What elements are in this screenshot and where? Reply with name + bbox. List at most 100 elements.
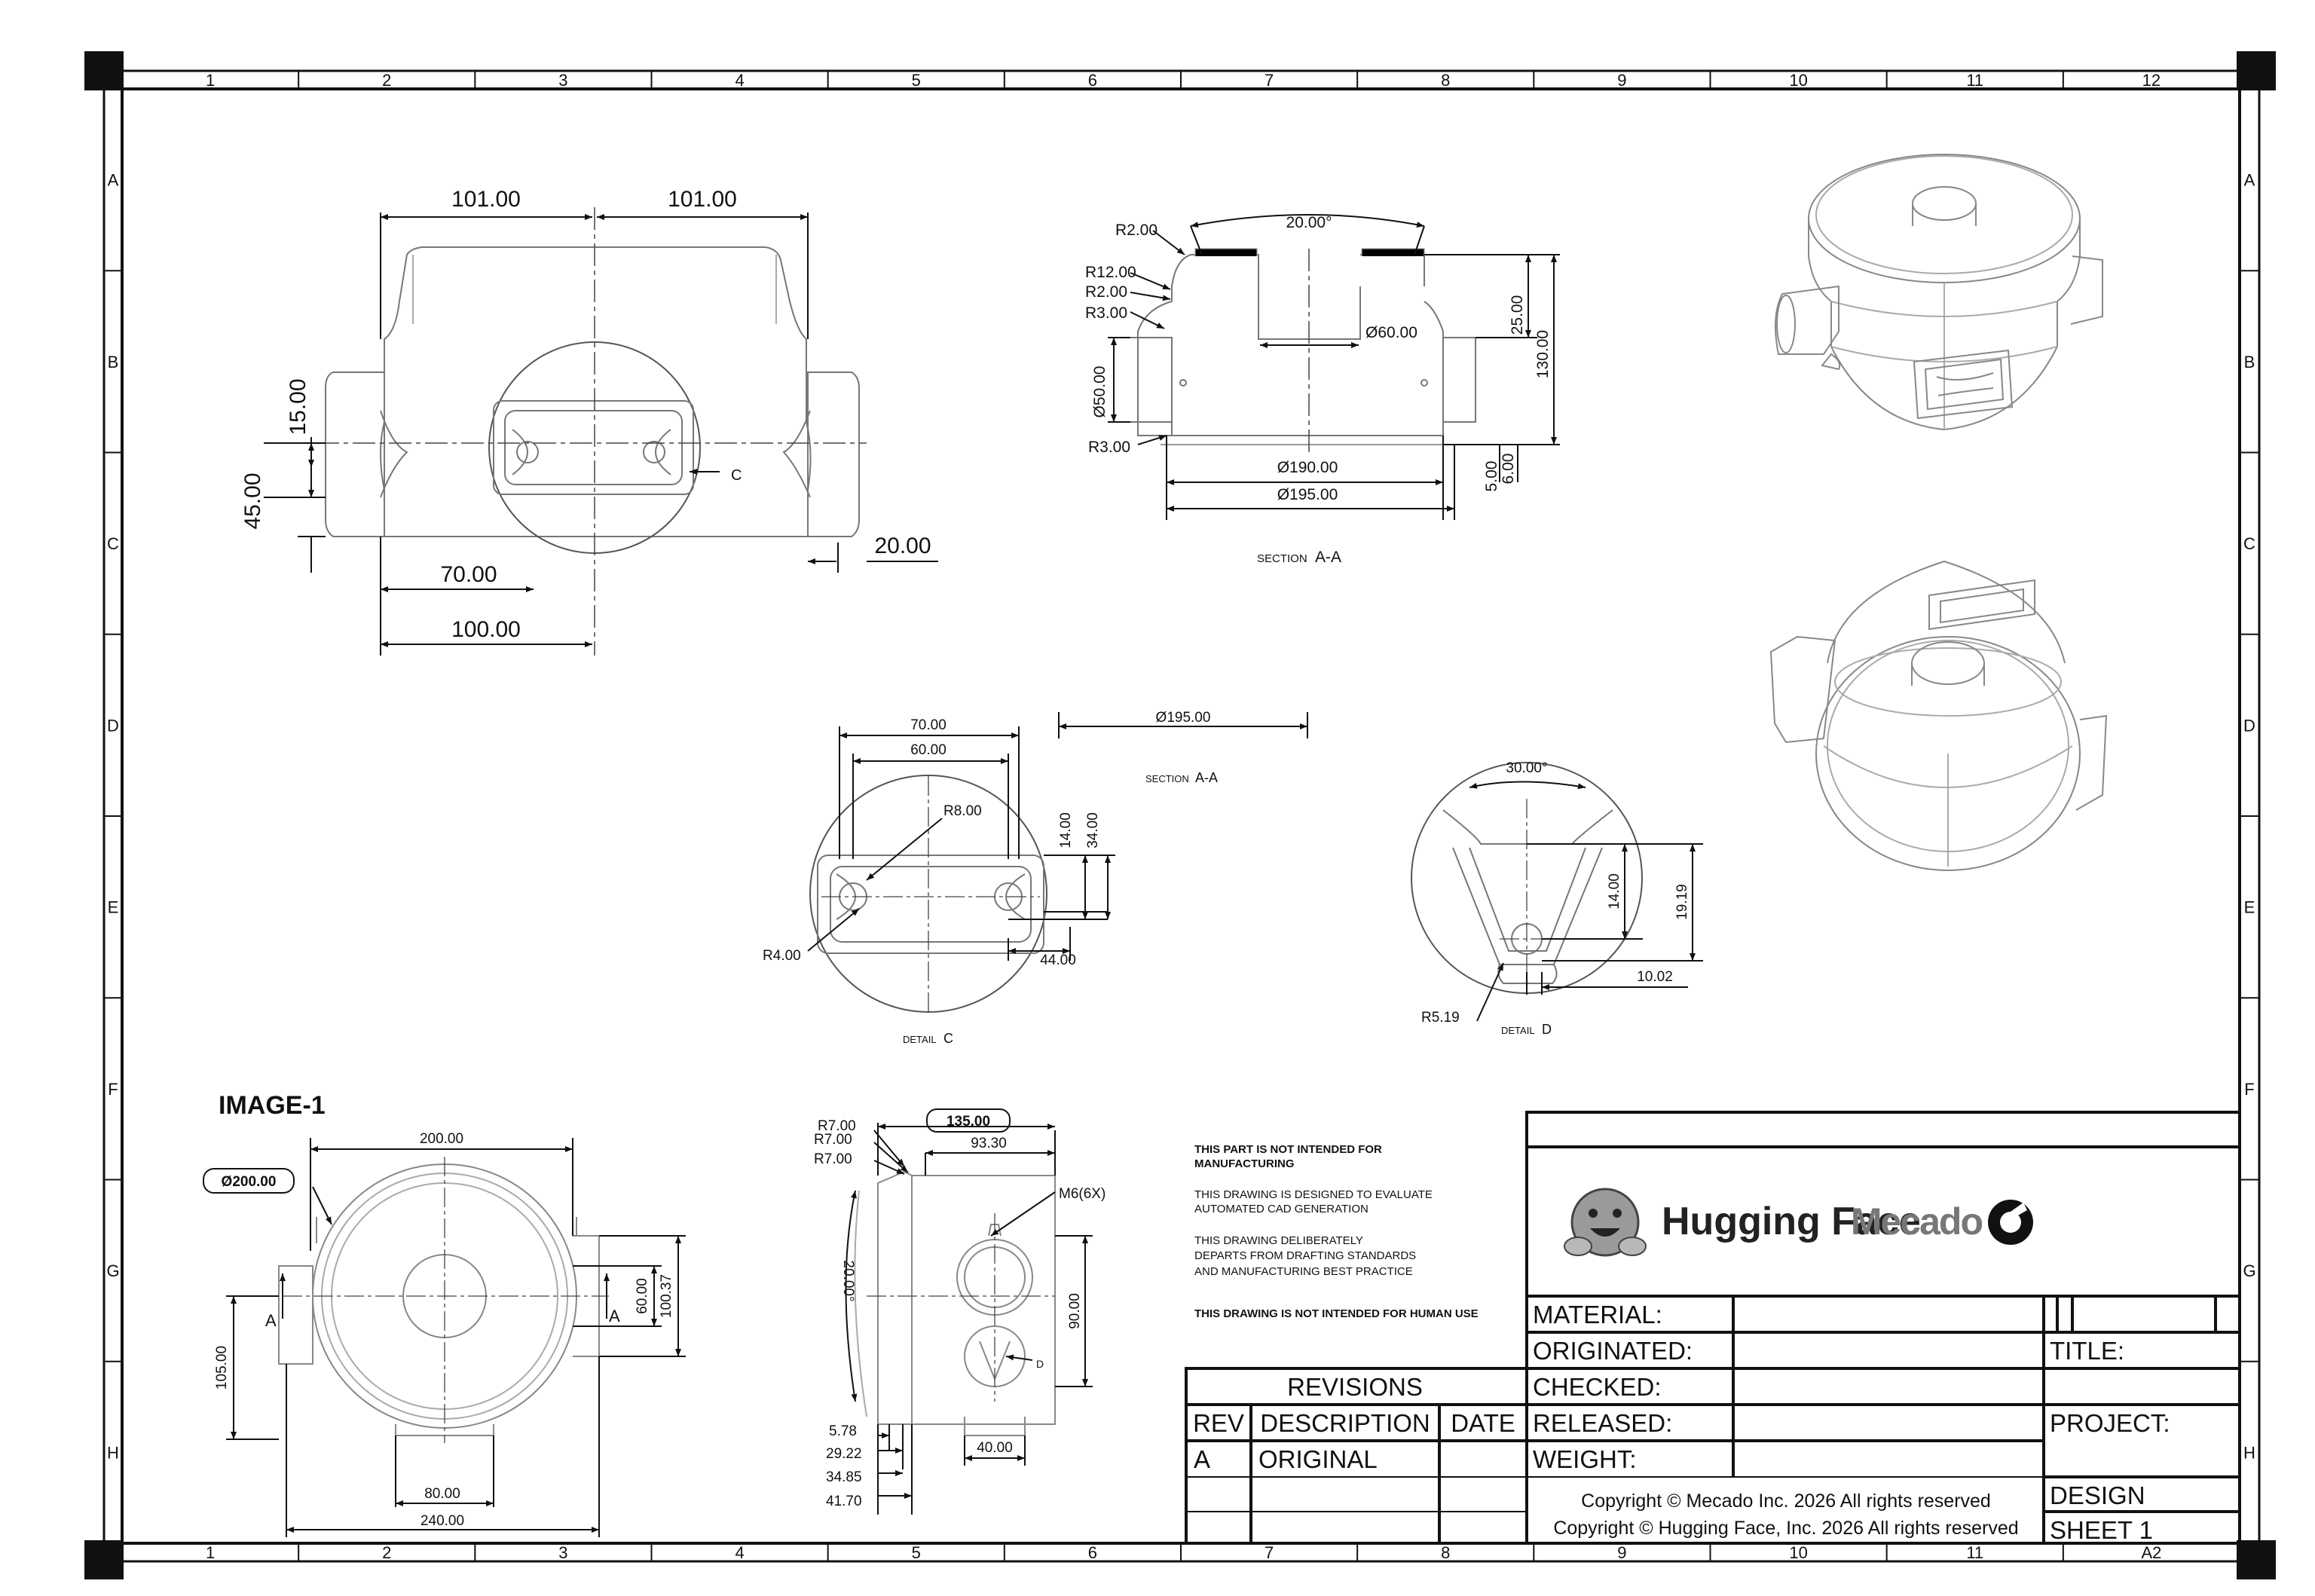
- revision-description-original: ORIGINAL: [1258, 1445, 1378, 1473]
- zone-label-top: 9: [1617, 71, 1626, 90]
- isometric-view-top: [1775, 154, 2103, 431]
- front-view-centerlines: [317, 207, 867, 656]
- dim-r4: R4.00: [763, 948, 801, 964]
- dim-60-bottom: 60.00: [635, 1278, 650, 1314]
- detail-c-label: C: [943, 1031, 953, 1046]
- bottom-view: IMAGE-1: [203, 1091, 686, 1537]
- isometric-view-bottom: [1769, 560, 2108, 871]
- dim-r7-b: R7.00: [814, 1132, 852, 1148]
- notes: THIS PART IS NOT INTENDED FOR MANUFACTUR…: [1194, 1143, 1479, 1320]
- dim-70-detail: 70.00: [910, 717, 946, 733]
- zone-label-right: F: [2244, 1080, 2254, 1099]
- title-block: Hugging Face Mecado MATERIAL: ORIGINATED…: [1525, 1111, 2241, 1545]
- zone-label-top: 8: [1441, 71, 1450, 90]
- zone-label-bottom: 9: [1617, 1543, 1626, 1562]
- dim-r7-c: R7.00: [814, 1151, 852, 1167]
- section-aa-outline: [1130, 254, 1476, 445]
- section-aa-dim-text: R2.00 20.00° R12.00 R2.00 R3.00 Ø60.00 2…: [1085, 214, 1552, 566]
- released-label: RELEASED:: [1533, 1409, 1672, 1437]
- dim-29-22: 29.22: [826, 1446, 862, 1462]
- dim-5: 5.00: [1483, 461, 1500, 492]
- revisions-col-description: DESCRIPTION: [1260, 1409, 1430, 1437]
- dim-44: 44.00: [1040, 952, 1076, 968]
- zone-label-bottom: A2: [2141, 1543, 2161, 1562]
- title-label: TITLE:: [2050, 1337, 2124, 1365]
- detail-d-callout: D: [1036, 1358, 1044, 1370]
- note-line-7: AND MANUFACTURING BEST PRACTICE: [1194, 1265, 1413, 1278]
- hugging-face-wordmark: Hugging Face: [1662, 1200, 1921, 1243]
- detail-d-label-prefix: DETAIL: [1501, 1025, 1535, 1036]
- detail-c-view: 70.00 60.00 R8.00 14.00 34.00 R4.00 44.0…: [763, 717, 1115, 1046]
- zone-label-left: D: [107, 716, 119, 735]
- section-mark-left: A: [265, 1311, 277, 1330]
- zone-label-left: F: [108, 1080, 118, 1099]
- dim-dia60: Ø60.00: [1365, 324, 1417, 341]
- zone-label-top: 2: [382, 71, 391, 90]
- detail-d-label: D: [1542, 1022, 1552, 1037]
- copyright-mecado: Copyright © Mecado Inc. 2026 All rights …: [1581, 1491, 1991, 1512]
- dim-20: 20.00: [874, 534, 931, 558]
- zone-label-left: C: [107, 534, 119, 553]
- mecado-wordmark: Mecado: [1851, 1200, 1983, 1243]
- revision-rev-a: A: [1194, 1445, 1210, 1473]
- zone-label-bottom: 8: [1441, 1543, 1450, 1562]
- note-line-3: THIS DRAWING IS DESIGNED TO EVALUATE: [1194, 1188, 1433, 1201]
- zone-label-top: 4: [735, 71, 744, 90]
- dim-80: 80.00: [424, 1486, 460, 1502]
- sheet-border: [102, 69, 2261, 1563]
- design-label: DESIGN: [2050, 1481, 2145, 1509]
- sheet-label: SHEET 1: [2050, 1516, 2153, 1544]
- project-label: PROJECT:: [2050, 1409, 2170, 1437]
- dim-34: 34.00: [1085, 812, 1101, 848]
- zone-label-bottom: 5: [912, 1543, 921, 1562]
- dim-r12: R12.00: [1085, 264, 1136, 281]
- dim-41-70: 41.70: [826, 1494, 862, 1509]
- dim-angle-30: 30.00°: [1506, 760, 1547, 776]
- section-aa-dim-lines: [1108, 214, 1560, 520]
- dim-r3-bottom: R3.00: [1088, 439, 1130, 456]
- note-line-4: AUTOMATED CAD GENERATION: [1194, 1203, 1369, 1215]
- dim-r2-top: R2.00: [1115, 222, 1158, 239]
- note-line-2: MANUFACTURING: [1194, 1157, 1295, 1170]
- revisions-col-rev: REV: [1193, 1409, 1244, 1437]
- detail-d-view: 30.00° 14.00 19.19 10.02 R5.19 DETAIL D: [1411, 760, 1703, 1037]
- hugging-face-emoji-icon: [1564, 1188, 1647, 1257]
- section-aa-hatch: [1194, 248, 1425, 257]
- zone-label-left: A: [108, 171, 119, 190]
- hugging-face-logo: Hugging Face: [1564, 1188, 1921, 1257]
- zone-label-bottom: 7: [1265, 1543, 1274, 1562]
- dim-dia190: Ø190.00: [1277, 459, 1338, 476]
- front-view-outline: [325, 246, 860, 554]
- front-view: 101.00 101.00 15.00 45.00 70.00 100.00 2…: [240, 187, 938, 656]
- dim-200: 200.00: [420, 1131, 463, 1147]
- dim-130: 130.00: [1534, 330, 1552, 378]
- zone-label-bottom: 6: [1088, 1543, 1097, 1562]
- copyright-hugging-face: Copyright © Hugging Face, Inc. 2026 All …: [1553, 1518, 2018, 1539]
- revisions-table: REVISIONS REV DESCRIPTION DATE A ORIGINA…: [1185, 1367, 1528, 1545]
- detail-c-callout: C: [731, 467, 742, 484]
- dim-19: 19.19: [1674, 884, 1690, 920]
- zone-label-top: 11: [1966, 71, 1983, 90]
- material-label: MATERIAL:: [1533, 1301, 1662, 1328]
- zone-label-top: 5: [912, 71, 921, 90]
- dim-10: 10.02: [1637, 969, 1673, 985]
- zone-label-right: E: [2244, 898, 2255, 917]
- zone-label-right: D: [2243, 716, 2255, 735]
- dim-101-left: 101.00: [451, 187, 521, 212]
- zone-label-bottom: 3: [558, 1543, 567, 1562]
- zone-ticks: [104, 71, 2259, 1561]
- dim-6: 6.00: [1500, 454, 1517, 485]
- dim-r8: R8.00: [943, 803, 982, 819]
- dim-dia200: Ø200.00: [222, 1174, 277, 1190]
- zone-label-right: G: [2243, 1261, 2255, 1280]
- dim-25: 25.00: [1509, 295, 1526, 335]
- mecado-logo: Mecado: [1851, 1200, 2033, 1245]
- dim-m6: M6(6X): [1059, 1186, 1106, 1202]
- zone-label-right: B: [2244, 353, 2255, 371]
- section-mark-right: A: [609, 1307, 620, 1325]
- zone-label-top: 10: [1789, 71, 1807, 90]
- corner-marks: [84, 51, 2276, 1579]
- dim-105: 105.00: [214, 1346, 230, 1390]
